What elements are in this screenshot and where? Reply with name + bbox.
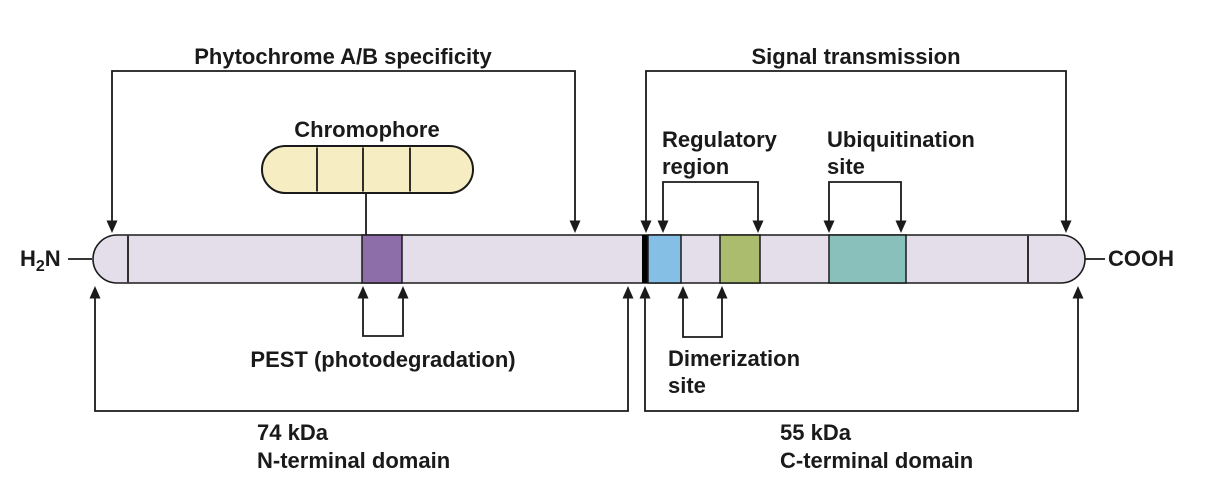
protein-bar-body: [92, 234, 1086, 284]
arrow-down-icon: [1060, 220, 1072, 233]
bracket-line: [94, 297, 629, 412]
bracket-line: [828, 181, 902, 222]
arrow-up-icon: [357, 286, 369, 299]
ubiquitination-site-label-line2: site: [827, 154, 865, 179]
signal-transmission-label: Signal transmission: [751, 44, 960, 69]
arrow-down-icon: [569, 220, 581, 233]
regulatory-region-label-line2: region: [662, 154, 729, 179]
arrow-up-icon: [639, 286, 651, 299]
pest-segment: [361, 234, 403, 284]
bracket-line: [644, 297, 1079, 412]
c-terminal-mass-label: 55 kDa: [780, 420, 852, 445]
arrow-down-icon: [657, 220, 669, 233]
carboxyl-terminus: COOH: [1085, 246, 1174, 271]
ubiquitination-site-label-line1: Ubiquitination: [827, 127, 975, 152]
arrow-down-icon: [823, 220, 835, 233]
arrow-down-icon: [752, 220, 764, 233]
hinge-segment: [642, 235, 648, 283]
arrow-down-icon: [640, 220, 652, 233]
dimerization-site-bracket: Dimerization site: [668, 286, 800, 398]
amino-terminus-label: H2N: [20, 246, 61, 275]
arrow-up-icon: [677, 286, 689, 299]
arrow-down-icon: [895, 220, 907, 233]
bracket-line: [362, 297, 404, 337]
regulatory-segment: [647, 234, 682, 284]
chromophore-pill: [261, 145, 474, 194]
pest-label: PEST (photodegradation): [250, 347, 515, 372]
bracket-line: [111, 70, 576, 222]
bracket-line: [682, 297, 723, 338]
chromophore-label: Chromophore: [294, 117, 439, 142]
amino-terminus: H2N: [20, 246, 92, 275]
c-terminal-domain-label: C-terminal domain: [780, 448, 973, 473]
bracket-line: [662, 181, 759, 222]
arrow-down-icon: [106, 220, 118, 233]
arrow-up-icon: [89, 286, 101, 299]
dimerization-site-label-line2: site: [668, 373, 706, 398]
regulatory-region-bracket: Regulatory region: [657, 127, 778, 233]
ubiquitination-segment: [828, 234, 907, 284]
protein-bar: [92, 234, 1086, 284]
n-terminal-domain-bracket: 74 kDa N-terminal domain: [89, 286, 634, 473]
phytochrome-specificity-label: Phytochrome A/B specificity: [194, 44, 492, 69]
arrow-up-icon: [622, 286, 634, 299]
arrow-up-icon: [397, 286, 409, 299]
dimerization-segment: [719, 234, 761, 284]
arrow-up-icon: [1072, 286, 1084, 299]
ubiquitination-site-bracket: Ubiquitination site: [823, 127, 975, 233]
regulatory-region-label-line1: Regulatory: [662, 127, 778, 152]
signal-transmission-bracket: Signal transmission: [640, 44, 1072, 233]
chromophore-group: Chromophore: [261, 117, 474, 235]
dimerization-site-label-line1: Dimerization: [668, 346, 800, 371]
carboxyl-terminus-label: COOH: [1108, 246, 1174, 271]
chromophore-pill-dividers: [316, 147, 411, 192]
pest-bracket: PEST (photodegradation): [250, 286, 516, 372]
n-terminal-mass-label: 74 kDa: [257, 420, 329, 445]
arrow-up-icon: [716, 286, 728, 299]
c-terminal-domain-bracket: 55 kDa C-terminal domain: [639, 286, 1084, 473]
phytochrome-specificity-bracket: Phytochrome A/B specificity: [106, 44, 581, 233]
n-terminal-domain-label: N-terminal domain: [257, 448, 450, 473]
bracket-line: [645, 70, 1067, 222]
